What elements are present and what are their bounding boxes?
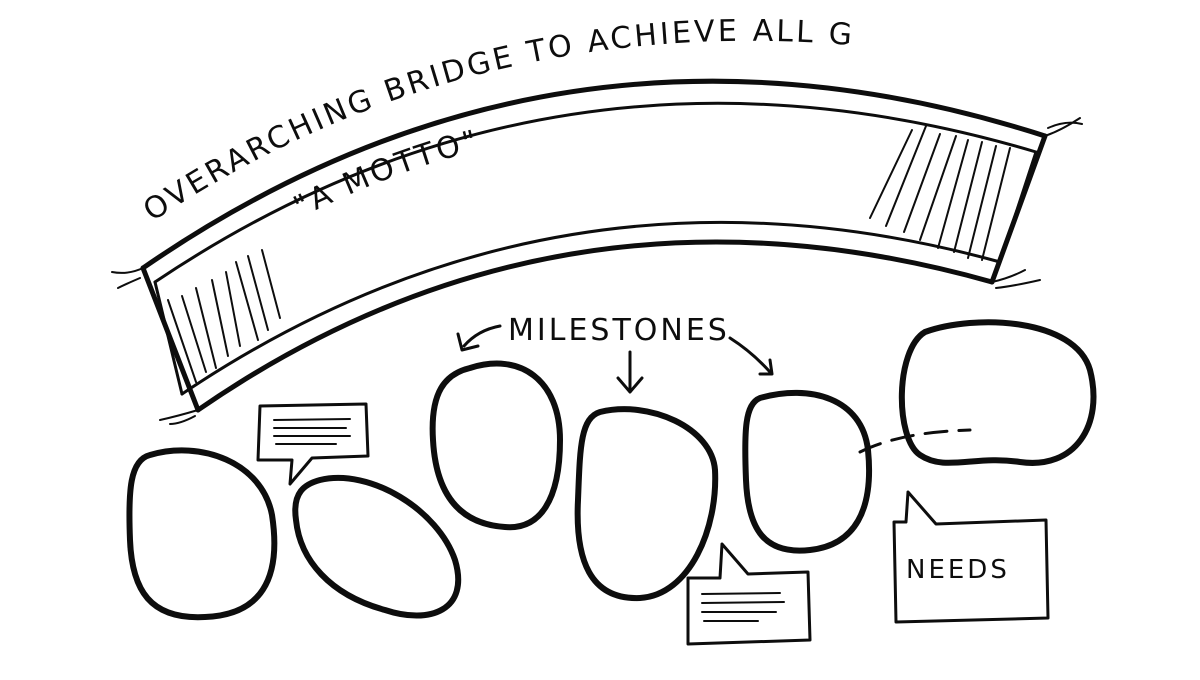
dashed-connector bbox=[858, 428, 972, 454]
needs-bubble: NEEDS bbox=[892, 490, 1050, 624]
milestone-blob-4 bbox=[574, 406, 719, 602]
milestones-label: MILESTONES bbox=[508, 313, 730, 348]
milestone-arrows bbox=[456, 324, 774, 394]
milestone-blob-3 bbox=[429, 360, 563, 531]
arrow-left-icon bbox=[462, 324, 502, 348]
milestone-blob-6 bbox=[898, 319, 1097, 466]
needs-label: NEEDS bbox=[906, 555, 1010, 585]
banner-shading-right bbox=[869, 125, 1011, 261]
bridge-title: OVERARCHING BRIDGE TO ACHIEVE ALL GOALS bbox=[0, 0, 856, 229]
milestone-blob-5 bbox=[742, 389, 872, 554]
banner-shading-left bbox=[167, 249, 281, 383]
note-bubble-2 bbox=[686, 542, 812, 646]
bridge-banner bbox=[111, 78, 1083, 425]
arrow-right-icon bbox=[728, 336, 772, 374]
milestone-blob-1 bbox=[126, 447, 278, 621]
note-bubble-1 bbox=[256, 402, 370, 486]
milestone-blobs bbox=[126, 319, 1097, 621]
milestone-blob-2 bbox=[292, 475, 462, 619]
